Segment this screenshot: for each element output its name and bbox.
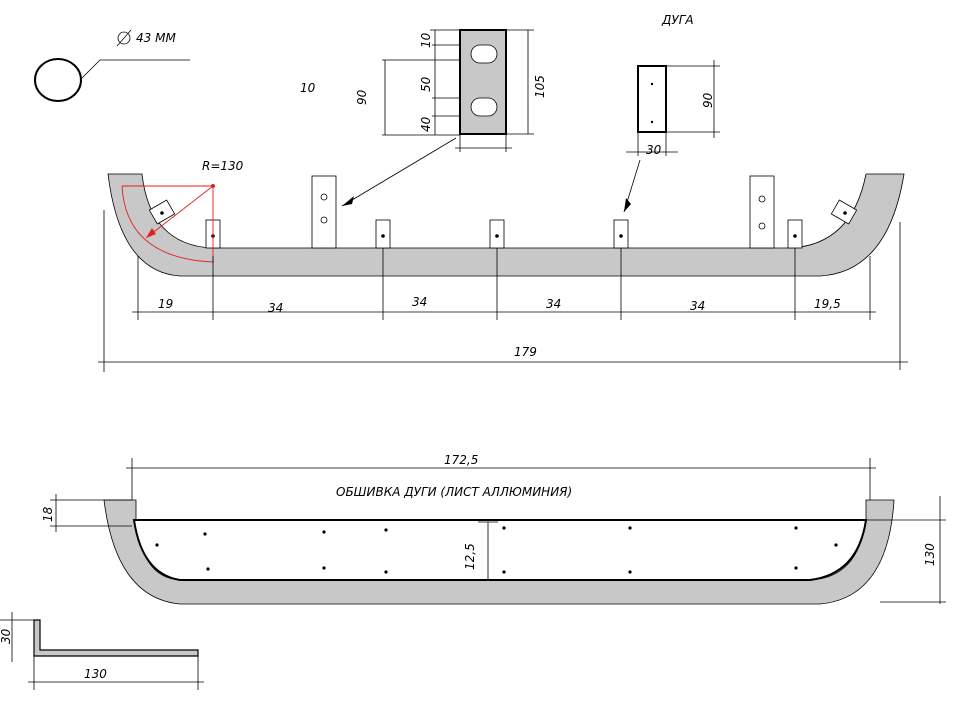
plate-dim-50: 50 <box>419 76 433 92</box>
pipe-leader <box>79 59 101 81</box>
post-4 <box>489 219 505 249</box>
bumper-body <box>107 173 905 277</box>
arc-title: ДУГА <box>661 13 694 27</box>
diameter-symbol-icon <box>116 29 132 47</box>
pipe-diameter-label: 43 ММ <box>136 31 176 45</box>
rivet-dots <box>155 526 838 574</box>
cladding-width: 172,5 <box>444 453 478 467</box>
plate-dim-105: 105 <box>533 75 547 98</box>
cladding-sheet <box>132 519 868 581</box>
dim-19: 19 <box>158 297 173 311</box>
dim-34-b: 34 <box>412 295 427 309</box>
dim-179: 179 <box>514 345 537 359</box>
post-5 <box>613 219 629 249</box>
plate-dim-90: 90 <box>355 89 369 105</box>
angle-dim-130: 130 <box>84 667 107 681</box>
label-10-top: 10 <box>300 81 316 95</box>
arc-post-dim-30: 30 <box>646 143 662 157</box>
arc-post <box>637 65 667 133</box>
cladding-dim-18: 18 <box>41 506 55 522</box>
post-7 <box>787 219 803 249</box>
dim-19-5: 19,5 <box>814 297 841 311</box>
angle-profile <box>33 619 199 657</box>
dim-34-c: 34 <box>546 297 561 311</box>
slot-lower <box>470 97 498 117</box>
plate-dim-10: 10 <box>419 32 433 48</box>
post-3 <box>375 219 391 249</box>
radius-label: R=130 <box>202 159 244 173</box>
pipe-section-circle <box>34 58 82 102</box>
post-2 <box>311 175 337 249</box>
slot-upper <box>470 44 498 64</box>
dim-34-a: 34 <box>268 301 283 315</box>
post-6 <box>749 175 775 249</box>
plate-dim-40: 40 <box>419 116 433 132</box>
cladding-title: ОБШИВКА ДУГИ (ЛИСТ АЛЛЮМИНИЯ) <box>336 485 572 499</box>
angle-dim-30: 30 <box>0 628 13 644</box>
dim-34-d: 34 <box>690 299 705 313</box>
cladding-dim-12-5: 12,5 <box>463 543 477 570</box>
arc-post-dim-90: 90 <box>701 92 715 108</box>
cladding-dim-130: 130 <box>923 543 937 566</box>
cladding-frame <box>103 499 895 605</box>
radius-marker <box>121 185 214 263</box>
